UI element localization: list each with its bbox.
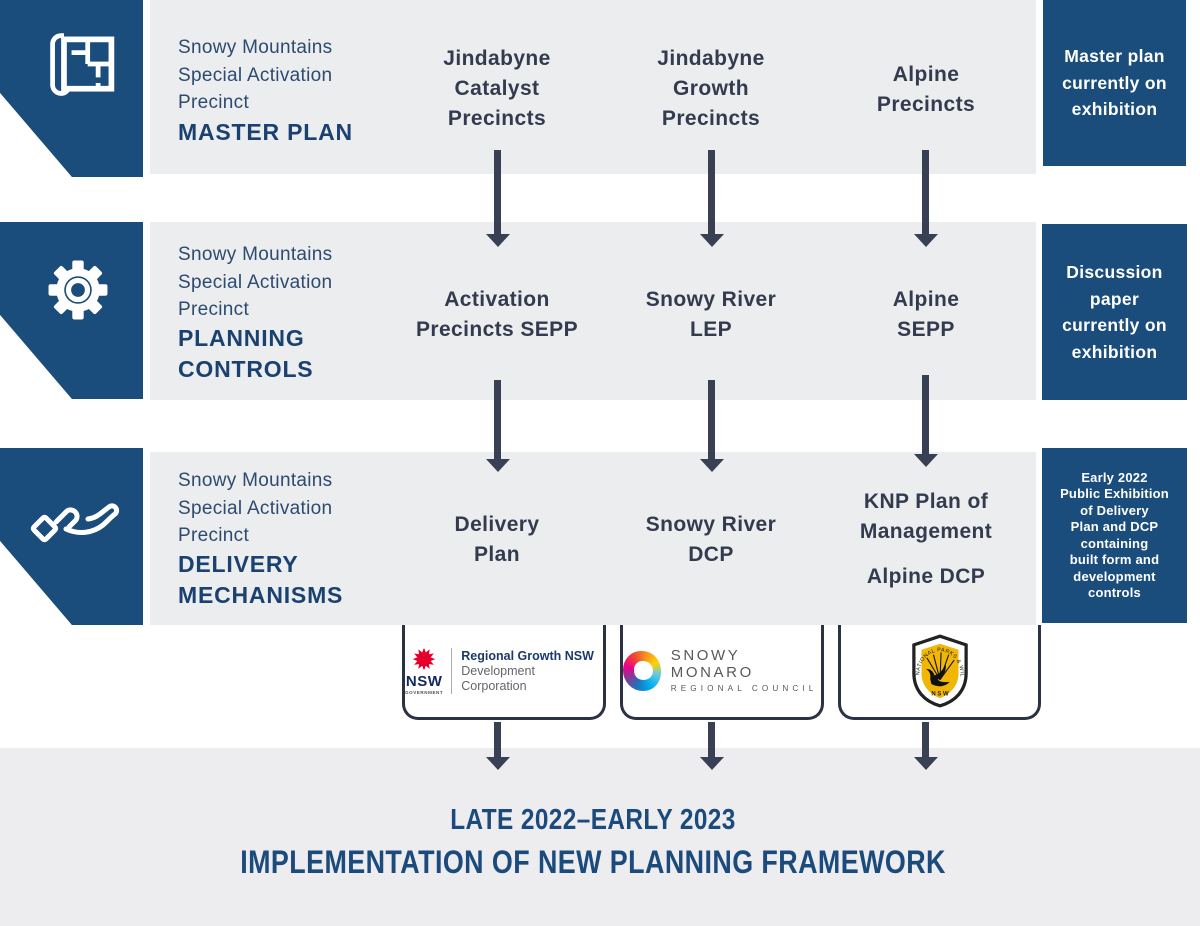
master-plan-title: MASTER PLAN: [178, 119, 353, 145]
master-plan-intro: Snowy Mountains Special Activation Preci…: [178, 37, 333, 113]
smrc-line1: SNOWY MONARO: [670, 647, 754, 681]
footer-timeline-text: LATE 2022–EARLY 2023: [450, 804, 736, 836]
blueprint-icon: [45, 28, 119, 107]
nsw-government-logo: NSW GOVERNMENT: [405, 647, 443, 695]
smrc-line2: REGIONAL COUNCIL: [670, 684, 818, 693]
logo-box-regional-growth-nsw: NSW GOVERNMENT Regional Growth NSW Devel…: [402, 625, 606, 720]
cell-snowy-river-lep: Snowy River LEP: [645, 288, 777, 341]
gear-icon: [40, 252, 116, 333]
smrc-logo-text: SNOWY MONARO REGIONAL COUNCIL: [671, 647, 821, 695]
arrow-down-icon: [708, 150, 715, 234]
smrc-swirl-icon: [623, 651, 661, 691]
delivery-mechanisms-intro: Snowy Mountains Special Activation Preci…: [178, 470, 333, 546]
arrow-down-icon: [494, 150, 501, 234]
row-delivery-mechanisms-band: [150, 452, 1036, 625]
delivery-mechanisms-title: DELIVERY MECHANISMS: [178, 551, 344, 608]
cell-jindabyne-catalyst-precincts: Jindabyne Catalyst Precincts: [443, 47, 551, 130]
arrow-down-icon: [494, 380, 501, 459]
footer-band: [0, 748, 1200, 926]
arrow-down-icon: [922, 150, 929, 234]
note-master-plan-exhibition: Master plan currently on exhibition: [1043, 0, 1186, 166]
arrow-down-icon: [922, 722, 929, 757]
cell-alpine-sepp: Alpine SEPP: [892, 288, 960, 341]
planning-controls-intro: Snowy Mountains Special Activation Preci…: [178, 244, 333, 320]
cell-alpine-precincts: Alpine Precincts: [876, 63, 976, 116]
nsw-government-text: GOVERNMENT: [405, 689, 444, 695]
nsw-waratah-icon: [412, 647, 436, 671]
arrow-down-icon: [494, 722, 501, 757]
cell-alpine-dcp: Alpine DCP: [866, 565, 986, 588]
planning-controls-title: PLANNING CONTROLS: [178, 325, 314, 382]
row-master-plan-band: [150, 0, 1036, 174]
hand-holding-icon: [28, 478, 126, 555]
arrow-down-icon: [708, 380, 715, 459]
nsw-logo-text: NSW: [405, 673, 443, 690]
footer-headline: LATE 2022–EARLY 2023 IMPLEMENTATION OF N…: [0, 804, 1186, 881]
rgdc-line2: Development Corporation: [461, 663, 535, 693]
note-discussion-paper-exhibition: Discussion paper currently on exhibition: [1042, 224, 1187, 400]
note-early-2022-exhibition: Early 2022 Public Exhibition of Delivery…: [1042, 448, 1187, 623]
rgdc-logo-text: Regional Growth NSW Development Corporat…: [461, 649, 603, 694]
row-planning-controls-band: [150, 222, 1036, 400]
cell-knp-plan-of-management: KNP Plan of Management: [859, 490, 993, 543]
logo-divider: [451, 648, 453, 694]
cell-activation-precincts-sepp: Activation Precincts SEPP: [415, 288, 578, 341]
logo-box-snowy-monaro: SNOWY MONARO REGIONAL COUNCIL: [620, 625, 824, 720]
cell-snowy-river-dcp: Snowy River DCP: [645, 513, 777, 566]
rgdc-line1: Regional Growth NSW: [461, 648, 594, 663]
logo-box-npws: NATIONAL PARKS & WILDLIFE SERVICE N S W: [838, 625, 1041, 720]
cell-jindabyne-growth-precincts: Jindabyne Growth Precincts: [657, 47, 765, 130]
arrow-down-icon: [922, 375, 929, 454]
footer-implementation-text: IMPLEMENTATION OF NEW PLANNING FRAMEWORK: [240, 844, 946, 880]
arrow-down-icon: [708, 722, 715, 757]
npws-badge-icon: NATIONAL PARKS & WILDLIFE SERVICE N S W: [907, 634, 968, 708]
cell-delivery-plan: Delivery Plan: [454, 513, 540, 566]
npws-nsw-text: N S W: [931, 691, 949, 697]
